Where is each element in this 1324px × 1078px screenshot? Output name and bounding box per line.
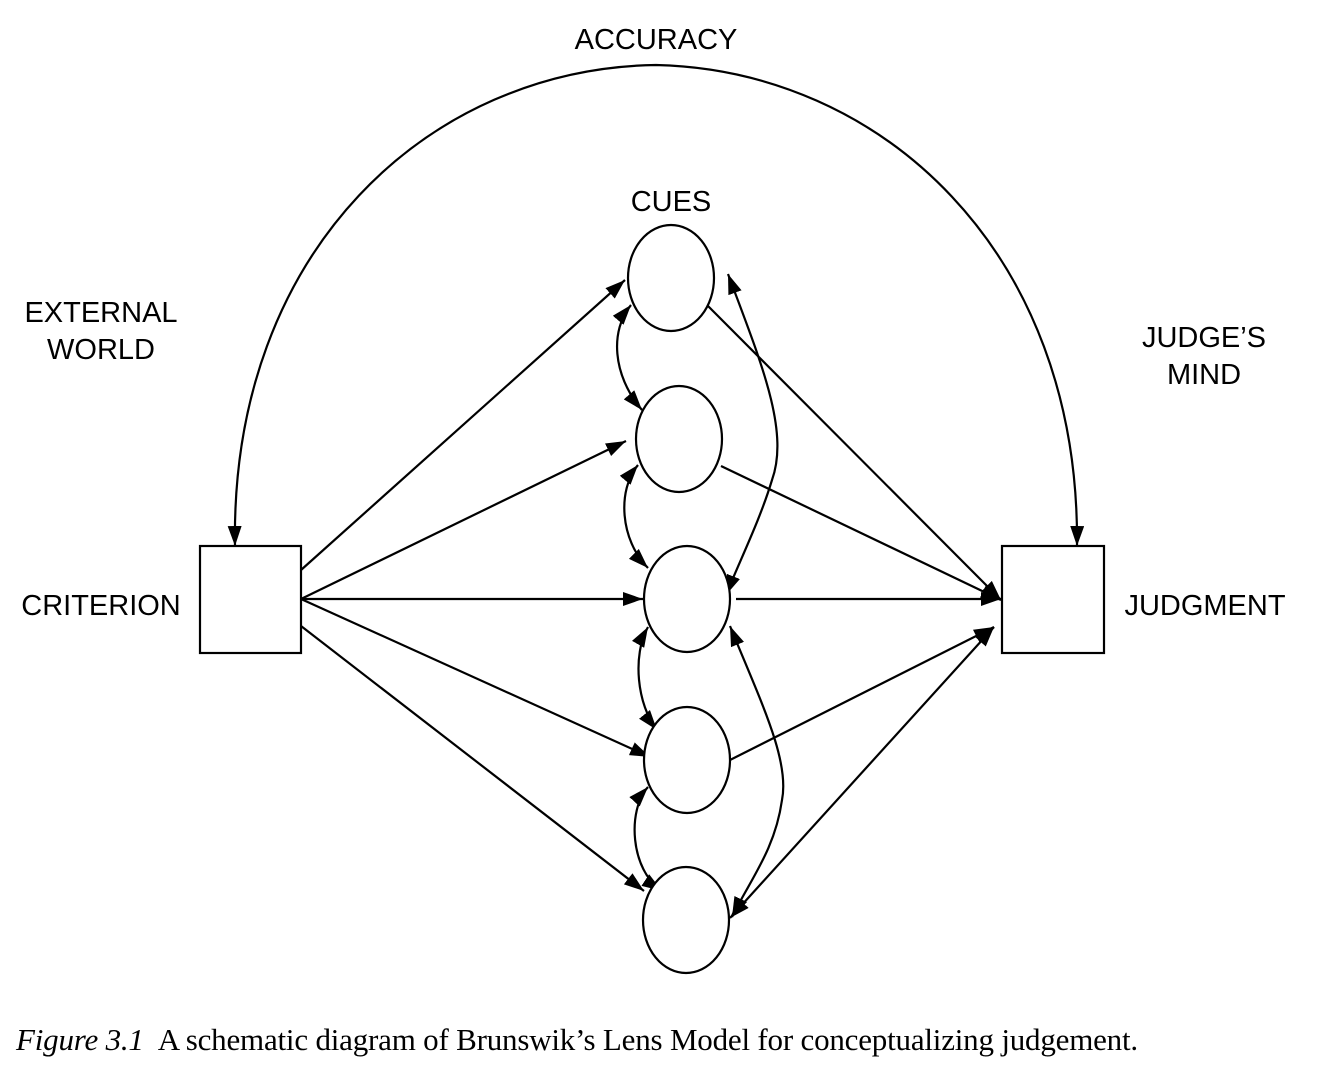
criterion-label: CRITERION: [21, 590, 181, 622]
edge-cue-1-judgment: [706, 304, 1002, 601]
cue-2: [634, 384, 724, 494]
figure-number: Figure 3.1: [16, 1022, 144, 1057]
accuracy-arc: [227, 63, 1085, 547]
edge-cue-4-cue-5: [629, 786, 663, 892]
cue-3: [642, 544, 732, 654]
edge-cue-4-judgment: [729, 626, 995, 761]
judges-mind-label-line2: MIND: [1167, 359, 1241, 391]
criterion-box: [198, 544, 303, 655]
cue-1: [626, 223, 716, 333]
edge-cue-3-cue-5: [728, 625, 785, 918]
edge-cue-2-judgment: [720, 465, 1002, 601]
figure-caption: Figure 3.1 A schematic diagram of Brunswi…: [16, 1022, 1316, 1058]
edge-cue-2-cue-3: [619, 464, 649, 569]
cue-5: [641, 865, 731, 975]
edge-cue-1-cue-3: [724, 273, 779, 596]
external-world-label-line2: WORLD: [47, 334, 155, 366]
edge-criterion-cue-5: [300, 625, 645, 892]
cues-label: CUES: [631, 186, 712, 218]
judgment-box: [1000, 544, 1106, 655]
edge-criterion-cue-1: [300, 279, 626, 571]
edge-cue-5-judgment: [729, 626, 995, 919]
judges-mind-label-line1: JUDGE’S: [1142, 322, 1266, 354]
edge-criterion-cue-4: [300, 597, 651, 759]
external-world-label-line1: EXTERNAL: [24, 297, 177, 329]
edge-cue-1-cue-2: [612, 304, 643, 411]
lens-model-diagram: ACCURACY CUES EXTERNAL WORLD JUDGE’S MIN…: [21, 24, 1286, 975]
accuracy-label: ACCURACY: [575, 24, 738, 56]
judgment-label: JUDGMENT: [1124, 590, 1285, 622]
cue-4: [642, 705, 732, 815]
edge-criterion-cue-2: [300, 440, 627, 600]
edge-cue-3-cue-4: [632, 626, 658, 731]
caption-text: A schematic diagram of Brunswik’s Lens M…: [157, 1022, 1138, 1057]
